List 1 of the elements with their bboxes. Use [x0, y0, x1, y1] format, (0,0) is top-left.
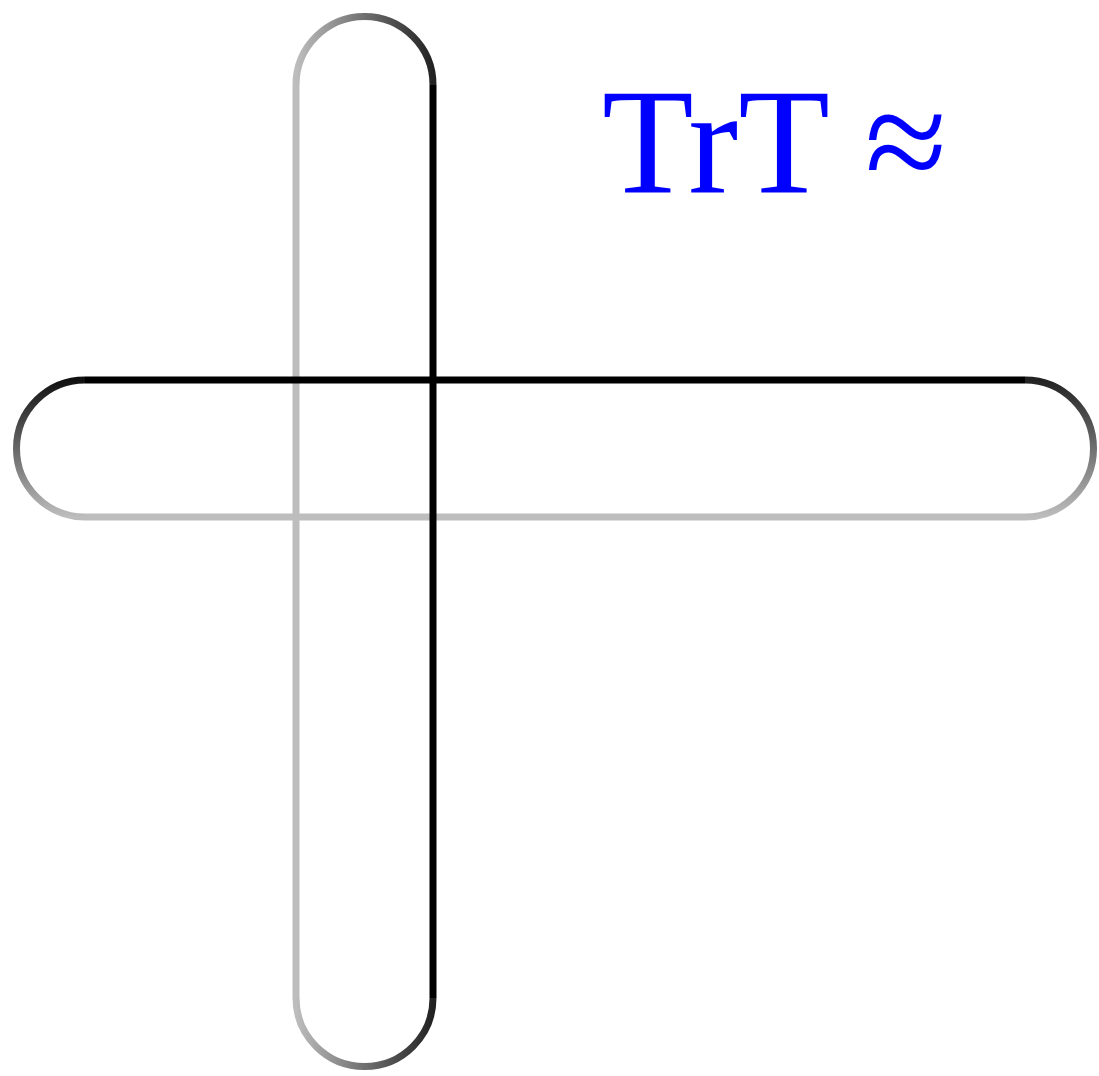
formula-text: TrT ≈ — [602, 66, 948, 216]
